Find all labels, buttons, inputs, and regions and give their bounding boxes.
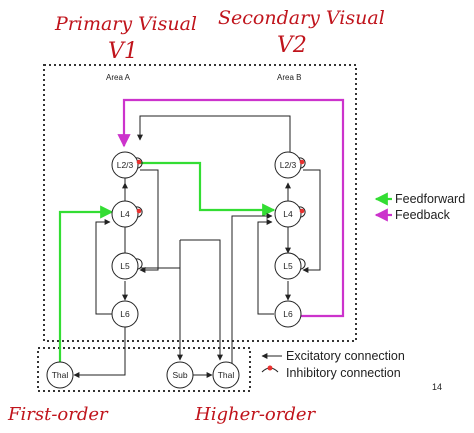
label-higher-order: Higher-order bbox=[194, 404, 317, 425]
svg-text:L2/3: L2/3 bbox=[117, 160, 134, 170]
node-a-l23: L2/3 bbox=[111, 151, 143, 179]
title-primary-visual: Primary Visual bbox=[54, 13, 197, 35]
svg-text:L4: L4 bbox=[283, 209, 293, 219]
node-thal-higher-order: Thal bbox=[212, 361, 240, 389]
area-a-label: Area A bbox=[106, 73, 131, 82]
svg-text:L6: L6 bbox=[120, 309, 130, 319]
svg-text:Excitatory connection: Excitatory connection bbox=[286, 349, 405, 363]
node-a-l5: L5 bbox=[111, 252, 143, 280]
inhibitory-dot-icon bbox=[267, 365, 273, 371]
node-sub: Sub bbox=[166, 361, 194, 389]
svg-text:Thal: Thal bbox=[218, 370, 235, 380]
node-b-l5: L5 bbox=[274, 252, 306, 280]
svg-text:L4: L4 bbox=[120, 209, 130, 219]
svg-text:L6: L6 bbox=[283, 309, 293, 319]
node-thal-first-order: Thal bbox=[46, 361, 74, 389]
svg-text:L2/3: L2/3 bbox=[280, 160, 297, 170]
area-b-connections bbox=[231, 169, 321, 375]
node-b-l6: L6 bbox=[274, 300, 302, 328]
b-l23-to-a-l23-connection bbox=[137, 115, 291, 152]
feedforward-pathway bbox=[58, 161, 276, 366]
node-b-l23: L2/3 bbox=[274, 151, 306, 179]
node-a-l4: L4 bbox=[111, 200, 143, 228]
cortex-frame bbox=[43, 64, 357, 342]
svg-text:Thal: Thal bbox=[52, 370, 69, 380]
area-b-label: Area B bbox=[277, 73, 301, 82]
label-v1: V1 bbox=[108, 39, 138, 64]
node-a-l6: L6 bbox=[111, 300, 139, 328]
svg-text:Inhibitory connection: Inhibitory connection bbox=[286, 366, 401, 380]
area-a-connections bbox=[73, 169, 223, 378]
title-secondary-visual: Secondary Visual bbox=[218, 7, 385, 29]
svg-text:Feedback: Feedback bbox=[395, 208, 451, 222]
label-v2: V2 bbox=[277, 33, 307, 58]
thalamus-frame bbox=[37, 347, 251, 392]
feedback-pathway bbox=[117, 98, 345, 318]
label-first-order: First-order bbox=[7, 404, 109, 425]
legend-excitatory: Excitatory connection bbox=[261, 349, 405, 363]
legend-feedforward: Feedforward bbox=[374, 192, 465, 206]
svg-text:L5: L5 bbox=[283, 261, 293, 271]
legend-inhibitory: Inhibitory connection bbox=[261, 365, 401, 380]
svg-text:Sub: Sub bbox=[172, 370, 187, 380]
svg-text:L5: L5 bbox=[120, 261, 130, 271]
node-b-l4: L4 bbox=[274, 200, 306, 228]
page-number: 14 bbox=[432, 382, 442, 392]
svg-text:Feedforward: Feedforward bbox=[395, 192, 465, 206]
legend-feedback: Feedback bbox=[374, 208, 451, 222]
